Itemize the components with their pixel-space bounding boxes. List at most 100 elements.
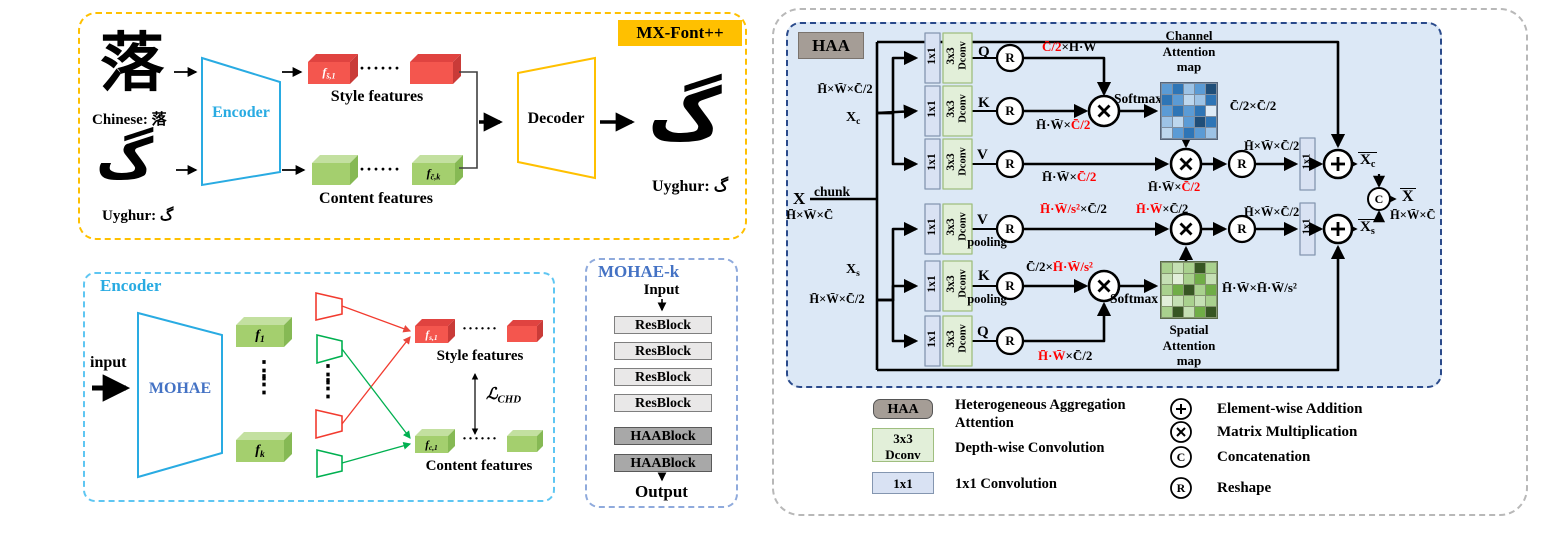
attention-map-cell <box>1184 274 1194 284</box>
mxfont-overview-panel <box>78 12 747 240</box>
attention-map-cell <box>1162 263 1172 273</box>
conv3x3-label-ks: 3x3 <box>945 275 957 293</box>
uyghur-input-glyph: گ <box>96 127 154 192</box>
output-label: Uyghur: گ <box>651 178 729 195</box>
legend-haa-text: Heterogeneous Aggregation Attention <box>955 397 1126 432</box>
conv1x1-label-qs: 1x1 <box>926 330 938 348</box>
attention-map-cell <box>1195 95 1205 105</box>
attention-map-cell <box>1162 106 1172 116</box>
channel-map-dim: C̄/2×C̄/2 <box>1229 98 1277 113</box>
mohae-trapezoid-label: MOHAE <box>148 380 212 397</box>
fk-label: fk <box>255 443 265 460</box>
chinese-input-glyph: 落 <box>100 28 164 99</box>
softmax-label-channel: Softmax <box>1114 91 1162 106</box>
content-features-label: Content features <box>319 190 433 207</box>
mxfont-badge: MX-Font++ <box>618 20 742 46</box>
attention-map-cell <box>1206 106 1216 116</box>
attention-map-cell <box>1173 285 1183 295</box>
attention-map-cell <box>1206 296 1216 306</box>
attention-map-cell <box>1173 274 1183 284</box>
after-channel-matmul-dim: H̄·W̄×C̄/2 <box>1148 180 1201 194</box>
attention-map-cell <box>1184 95 1194 105</box>
spatial-out-dim: H̄×W̄×C̄/2 <box>1244 205 1300 219</box>
style-features-label: Style features <box>330 88 424 105</box>
k-channel-dim: H̄·W̄×C̄/2 <box>1036 117 1091 132</box>
attention-map-cell <box>1195 106 1205 116</box>
attention-map-cell <box>1195 84 1205 94</box>
v-channel-dim: H̄·W̄×C̄/2 <box>1042 169 1097 184</box>
xc-dim-label: H̄×W̄×C̄/2 <box>817 82 873 96</box>
attention-map-cell <box>1206 95 1216 105</box>
x-input-label: X <box>793 189 806 208</box>
attention-map-cell <box>1162 95 1172 105</box>
attention-map-cell <box>1206 285 1216 295</box>
legend-reshape-text: Reshape <box>1217 480 1272 496</box>
x-out-label: X <box>1400 188 1416 205</box>
f1-label: f1 <box>255 328 265 345</box>
attention-map-cell <box>1195 117 1205 127</box>
dconv-label-vc: Dconv <box>957 147 969 176</box>
mohaek-title: MOHAE-k <box>598 262 680 281</box>
legend-dconv-text: Depth-wise Convolution <box>955 440 1105 456</box>
q-label-spatial: Q <box>977 324 989 340</box>
spatial-map-title: Spatial Attention map <box>1162 322 1216 369</box>
uyghur-input-label: Uyghur: گ <box>102 208 174 224</box>
reshape-letter-ks: R <box>1005 278 1015 293</box>
q-channel-dim: C̄/2×H̄·W̄ <box>1042 39 1097 54</box>
encoder-panel-title: Encoder <box>100 276 162 295</box>
reshape-letter-qs: R <box>1005 333 1015 348</box>
dconv-label-qs: Dconv <box>957 324 969 353</box>
fs-dots: ······ <box>461 321 498 337</box>
attention-map-cell <box>1206 307 1216 317</box>
attention-map-cell <box>1162 117 1172 127</box>
k-spatial-dim: C̄/2×H̄·W̄/s² <box>1026 259 1093 274</box>
attention-map-cell <box>1206 274 1216 284</box>
resblock-2: ResBlock <box>614 342 712 360</box>
attention-map-cell <box>1206 117 1216 127</box>
legend-matmul-text: Matrix Multiplication <box>1217 424 1358 440</box>
attention-map-cell <box>1195 296 1205 306</box>
reshape-letter-vs: R <box>1005 221 1015 236</box>
k-label-spatial: K <box>978 268 990 284</box>
attention-map-cell <box>1184 285 1194 295</box>
encoder-trapezoid-label: Encoder <box>212 104 270 121</box>
attention-map-cell <box>1184 307 1194 317</box>
attention-map-cell <box>1173 117 1183 127</box>
xs-label: Xs <box>846 262 860 279</box>
haablock-2: HAABlock <box>614 454 712 472</box>
spatial-attention-map <box>1160 261 1218 319</box>
conv3x3-label-qc: 3x3 <box>945 47 957 65</box>
output-glyph: گ <box>648 72 722 156</box>
conv3x3-label-kc: 3x3 <box>945 100 957 118</box>
chunk-label: chunk <box>814 184 851 199</box>
k-label-channel: K <box>978 95 990 111</box>
attention-map-cell <box>1162 274 1172 284</box>
conv1x1-label-vs: 1x1 <box>926 218 938 236</box>
q-spatial-dim: H̄·W̄×C̄/2 <box>1038 348 1093 363</box>
xc-out-label: Xc <box>1358 152 1378 171</box>
fstack-vdots: ⋮⋮ <box>252 358 276 399</box>
mohaek-input-label: Input <box>643 282 680 298</box>
attention-map-cell <box>1184 106 1194 116</box>
chinese-input-label: Chinese: 落 <box>92 112 167 128</box>
x-dim-label: H̄×W̄×C̄ <box>786 207 834 222</box>
legend-1x1-box: 1x1 <box>872 472 934 494</box>
dconv-label-qc: Dconv <box>957 41 969 70</box>
attention-map-cell <box>1162 84 1172 94</box>
conv1x1-label-ks: 1x1 <box>926 275 938 293</box>
xs-dim-label: H̄×W̄×C̄/2 <box>809 292 865 306</box>
attention-map-cell <box>1195 307 1205 317</box>
attention-map-cell <box>1184 128 1194 138</box>
input-label: input <box>90 354 127 371</box>
v-label-channel: V <box>977 147 988 163</box>
resblock-1: ResBlock <box>614 316 712 334</box>
pooling-label-k: pooling <box>967 292 1007 306</box>
fc-dots: ······ <box>461 431 498 447</box>
attention-map-cell <box>1173 296 1183 306</box>
resblock-3: ResBlock <box>614 368 712 386</box>
attention-map-cell <box>1184 84 1194 94</box>
attention-map-cell <box>1206 128 1216 138</box>
attention-map-cell <box>1173 263 1183 273</box>
mohaek-stack-panel <box>585 258 738 508</box>
softmax-label-spatial: Softmax <box>1110 291 1158 306</box>
